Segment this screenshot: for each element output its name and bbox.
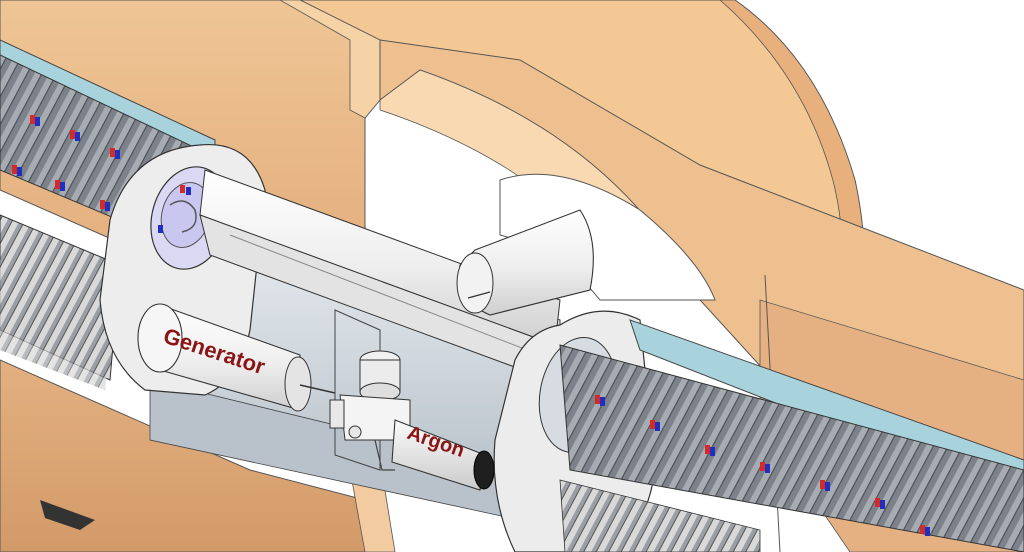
tunnel-foot bbox=[40, 500, 95, 530]
upper-cylinder-end bbox=[456, 252, 494, 314]
gas-regulator-assembly bbox=[329, 309, 411, 471]
flange-pole-blue bbox=[186, 187, 191, 195]
flange-pole-blue-2 bbox=[158, 225, 163, 233]
left-flange-swirl bbox=[169, 200, 197, 233]
right-magnet-poles bbox=[595, 395, 930, 536]
right-magnet-array bbox=[559, 344, 1024, 552]
beam-tube-seam bbox=[229, 234, 541, 356]
lower-left-fin-array-2 bbox=[0, 260, 115, 390]
upper-cylinder-nozzle bbox=[467, 291, 491, 299]
right-lower-fin-array bbox=[559, 479, 761, 552]
flange-pole-red bbox=[180, 185, 185, 193]
